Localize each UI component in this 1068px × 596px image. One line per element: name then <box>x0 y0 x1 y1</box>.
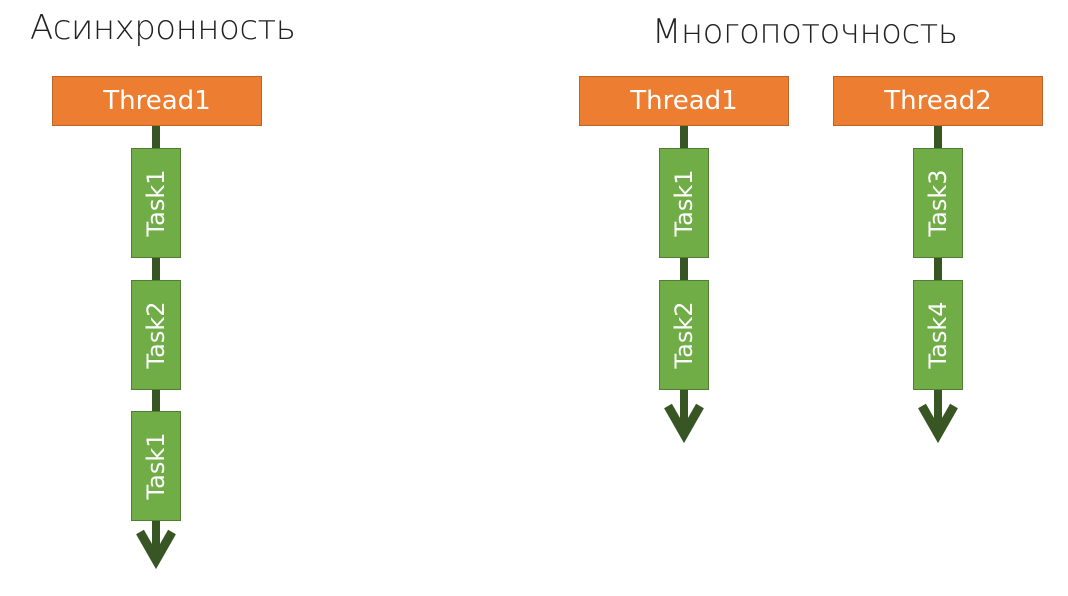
arrow-icon <box>664 403 704 444</box>
async-thread1-box: Thread1 <box>52 76 262 126</box>
task-label: Task2 <box>670 301 698 369</box>
mt-thread1-box: Thread1 <box>579 76 789 126</box>
task-label: Task1 <box>142 169 170 237</box>
arrow-icon <box>136 529 176 570</box>
task-label: Task3 <box>924 169 952 237</box>
mt-task-box: Task1 <box>659 148 709 258</box>
task-label: Task1 <box>142 432 170 500</box>
mt-task-box: Task4 <box>913 280 963 390</box>
task-label: Task2 <box>142 301 170 369</box>
task-label: Task4 <box>924 301 952 369</box>
async-task-box: Task1 <box>131 411 181 521</box>
arrow-icon <box>918 403 958 444</box>
async-task-box: Task1 <box>131 148 181 258</box>
async-title: Асинхронность <box>30 8 296 48</box>
mt-task-box: Task2 <box>659 280 709 390</box>
mt-task-box: Task3 <box>913 148 963 258</box>
multithreading-title: Многопоточность <box>652 12 958 52</box>
async-task-box: Task2 <box>131 280 181 390</box>
task-label: Task1 <box>670 169 698 237</box>
mt-thread2-box: Thread2 <box>833 76 1043 126</box>
